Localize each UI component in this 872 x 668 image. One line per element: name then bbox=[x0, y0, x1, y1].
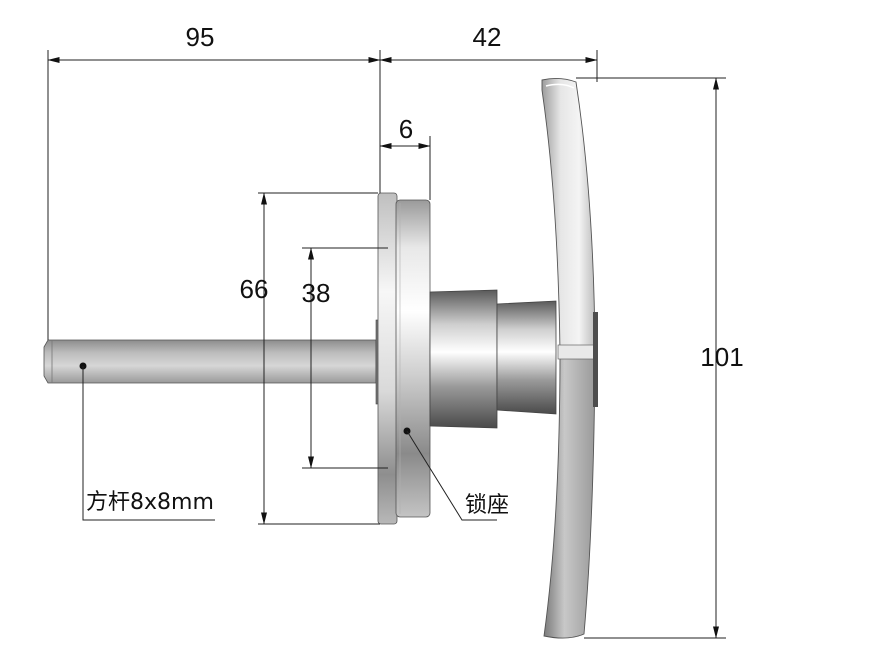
dimension-101: 101 bbox=[700, 77, 744, 639]
grip-lower bbox=[543, 351, 596, 639]
seat-flange bbox=[377, 192, 398, 525]
callout-seat: 锁座 bbox=[403, 427, 509, 521]
dim-38-text: 38 bbox=[302, 278, 331, 308]
dimension-95: 95 bbox=[47, 22, 381, 63]
dim-66-text: 66 bbox=[240, 274, 269, 304]
grip-seam bbox=[557, 344, 597, 360]
callout-shaft: 方杆8x8mm bbox=[79, 362, 215, 521]
grip-upper bbox=[541, 77, 596, 353]
seat-body bbox=[395, 199, 431, 518]
dim-101-text: 101 bbox=[700, 342, 743, 372]
grip-back-edge bbox=[593, 312, 598, 407]
dim-95-text: 95 bbox=[186, 22, 215, 52]
callout-seat-text: 锁座 bbox=[465, 493, 509, 518]
dimension-66: 66 bbox=[240, 192, 269, 525]
lock-seat bbox=[375, 192, 431, 525]
shaft-square-bar bbox=[43, 339, 377, 384]
dimension-38: 38 bbox=[302, 247, 331, 469]
dim-6-text: 6 bbox=[399, 114, 413, 144]
dimension-6: 6 bbox=[379, 114, 431, 149]
handle-boss bbox=[429, 289, 557, 429]
extension-lines bbox=[47, 50, 726, 639]
boss-step-2 bbox=[496, 300, 557, 415]
dim-42-text: 42 bbox=[473, 22, 502, 52]
t-handle-grip bbox=[541, 77, 598, 639]
dimension-42: 42 bbox=[379, 22, 598, 63]
callout-shaft-text: 方杆8x8mm bbox=[86, 490, 214, 515]
boss-step-1 bbox=[429, 289, 498, 429]
